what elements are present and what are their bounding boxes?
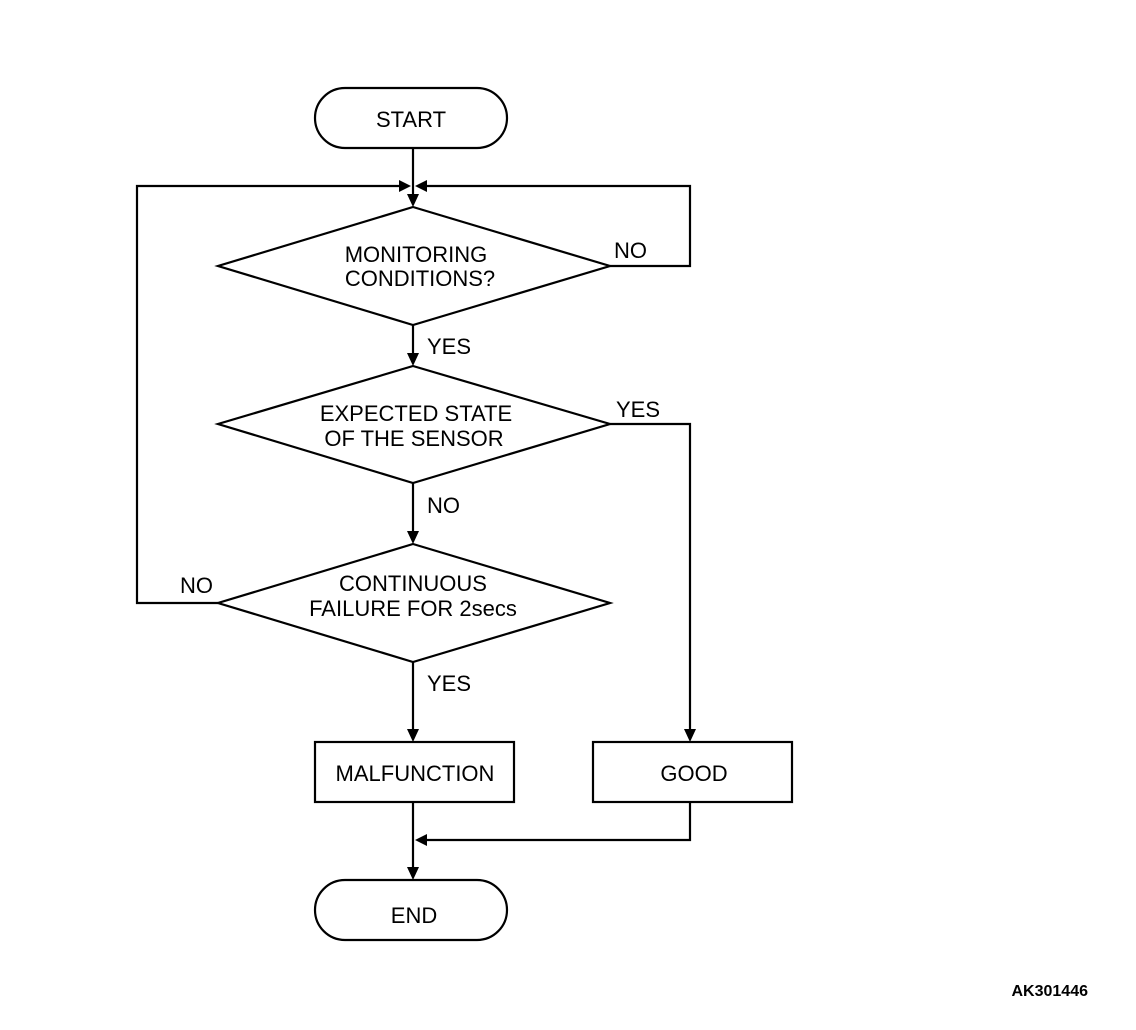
monitoring-conditions-decision: [214, 205, 614, 327]
continuous-no-label: NO: [180, 573, 213, 598]
arrowhead-into-end: [407, 867, 419, 880]
good-label: GOOD: [660, 761, 727, 786]
arrowhead-continuous-no-loop: [399, 180, 411, 192]
good-box: [591, 740, 794, 804]
malfunction-box: [313, 740, 516, 804]
reference-code: AK301446: [1012, 983, 1089, 1000]
expected-state-decision: [214, 364, 614, 485]
arrowhead-into-monitoring: [407, 194, 419, 207]
monitoring-no-label: NO: [614, 238, 647, 263]
edge-monitoring-no-loop: [425, 184, 692, 268]
arrowhead-into-good: [684, 729, 696, 742]
edge-continuous-no-loop: [135, 184, 401, 605]
arrowhead-monitoring-no-loop: [415, 180, 427, 192]
edge-expected-yes: [610, 422, 692, 730]
expected-label-line2: OF THE SENSOR: [324, 426, 503, 451]
expected-no-label: NO: [427, 493, 460, 518]
start-terminator: [313, 86, 509, 150]
expected-yes-label: YES: [616, 397, 660, 422]
start-label: START: [376, 107, 446, 132]
continuous-label-line1: CONTINUOUS: [339, 571, 487, 596]
end-label: END: [391, 903, 437, 928]
continuous-label-line2: FAILURE FOR 2secs: [309, 596, 517, 621]
monitoring-label-line2: CONDITIONS?: [345, 266, 495, 291]
arrowhead-into-continuous: [407, 531, 419, 544]
continuous-yes-label: YES: [427, 671, 471, 696]
continuous-failure-decision: [214, 542, 614, 664]
malfunction-label: MALFUNCTION: [336, 761, 495, 786]
edge-good-to-end: [425, 802, 692, 842]
end-terminator: [313, 878, 509, 942]
arrowhead-into-expected: [407, 353, 419, 366]
expected-label-line1: EXPECTED STATE: [320, 401, 512, 426]
monitoring-yes-label: YES: [427, 334, 471, 359]
arrowhead-into-malfunction: [407, 729, 419, 742]
arrowhead-good-merge: [415, 834, 427, 846]
monitoring-label-line1: MONITORING: [345, 242, 488, 267]
